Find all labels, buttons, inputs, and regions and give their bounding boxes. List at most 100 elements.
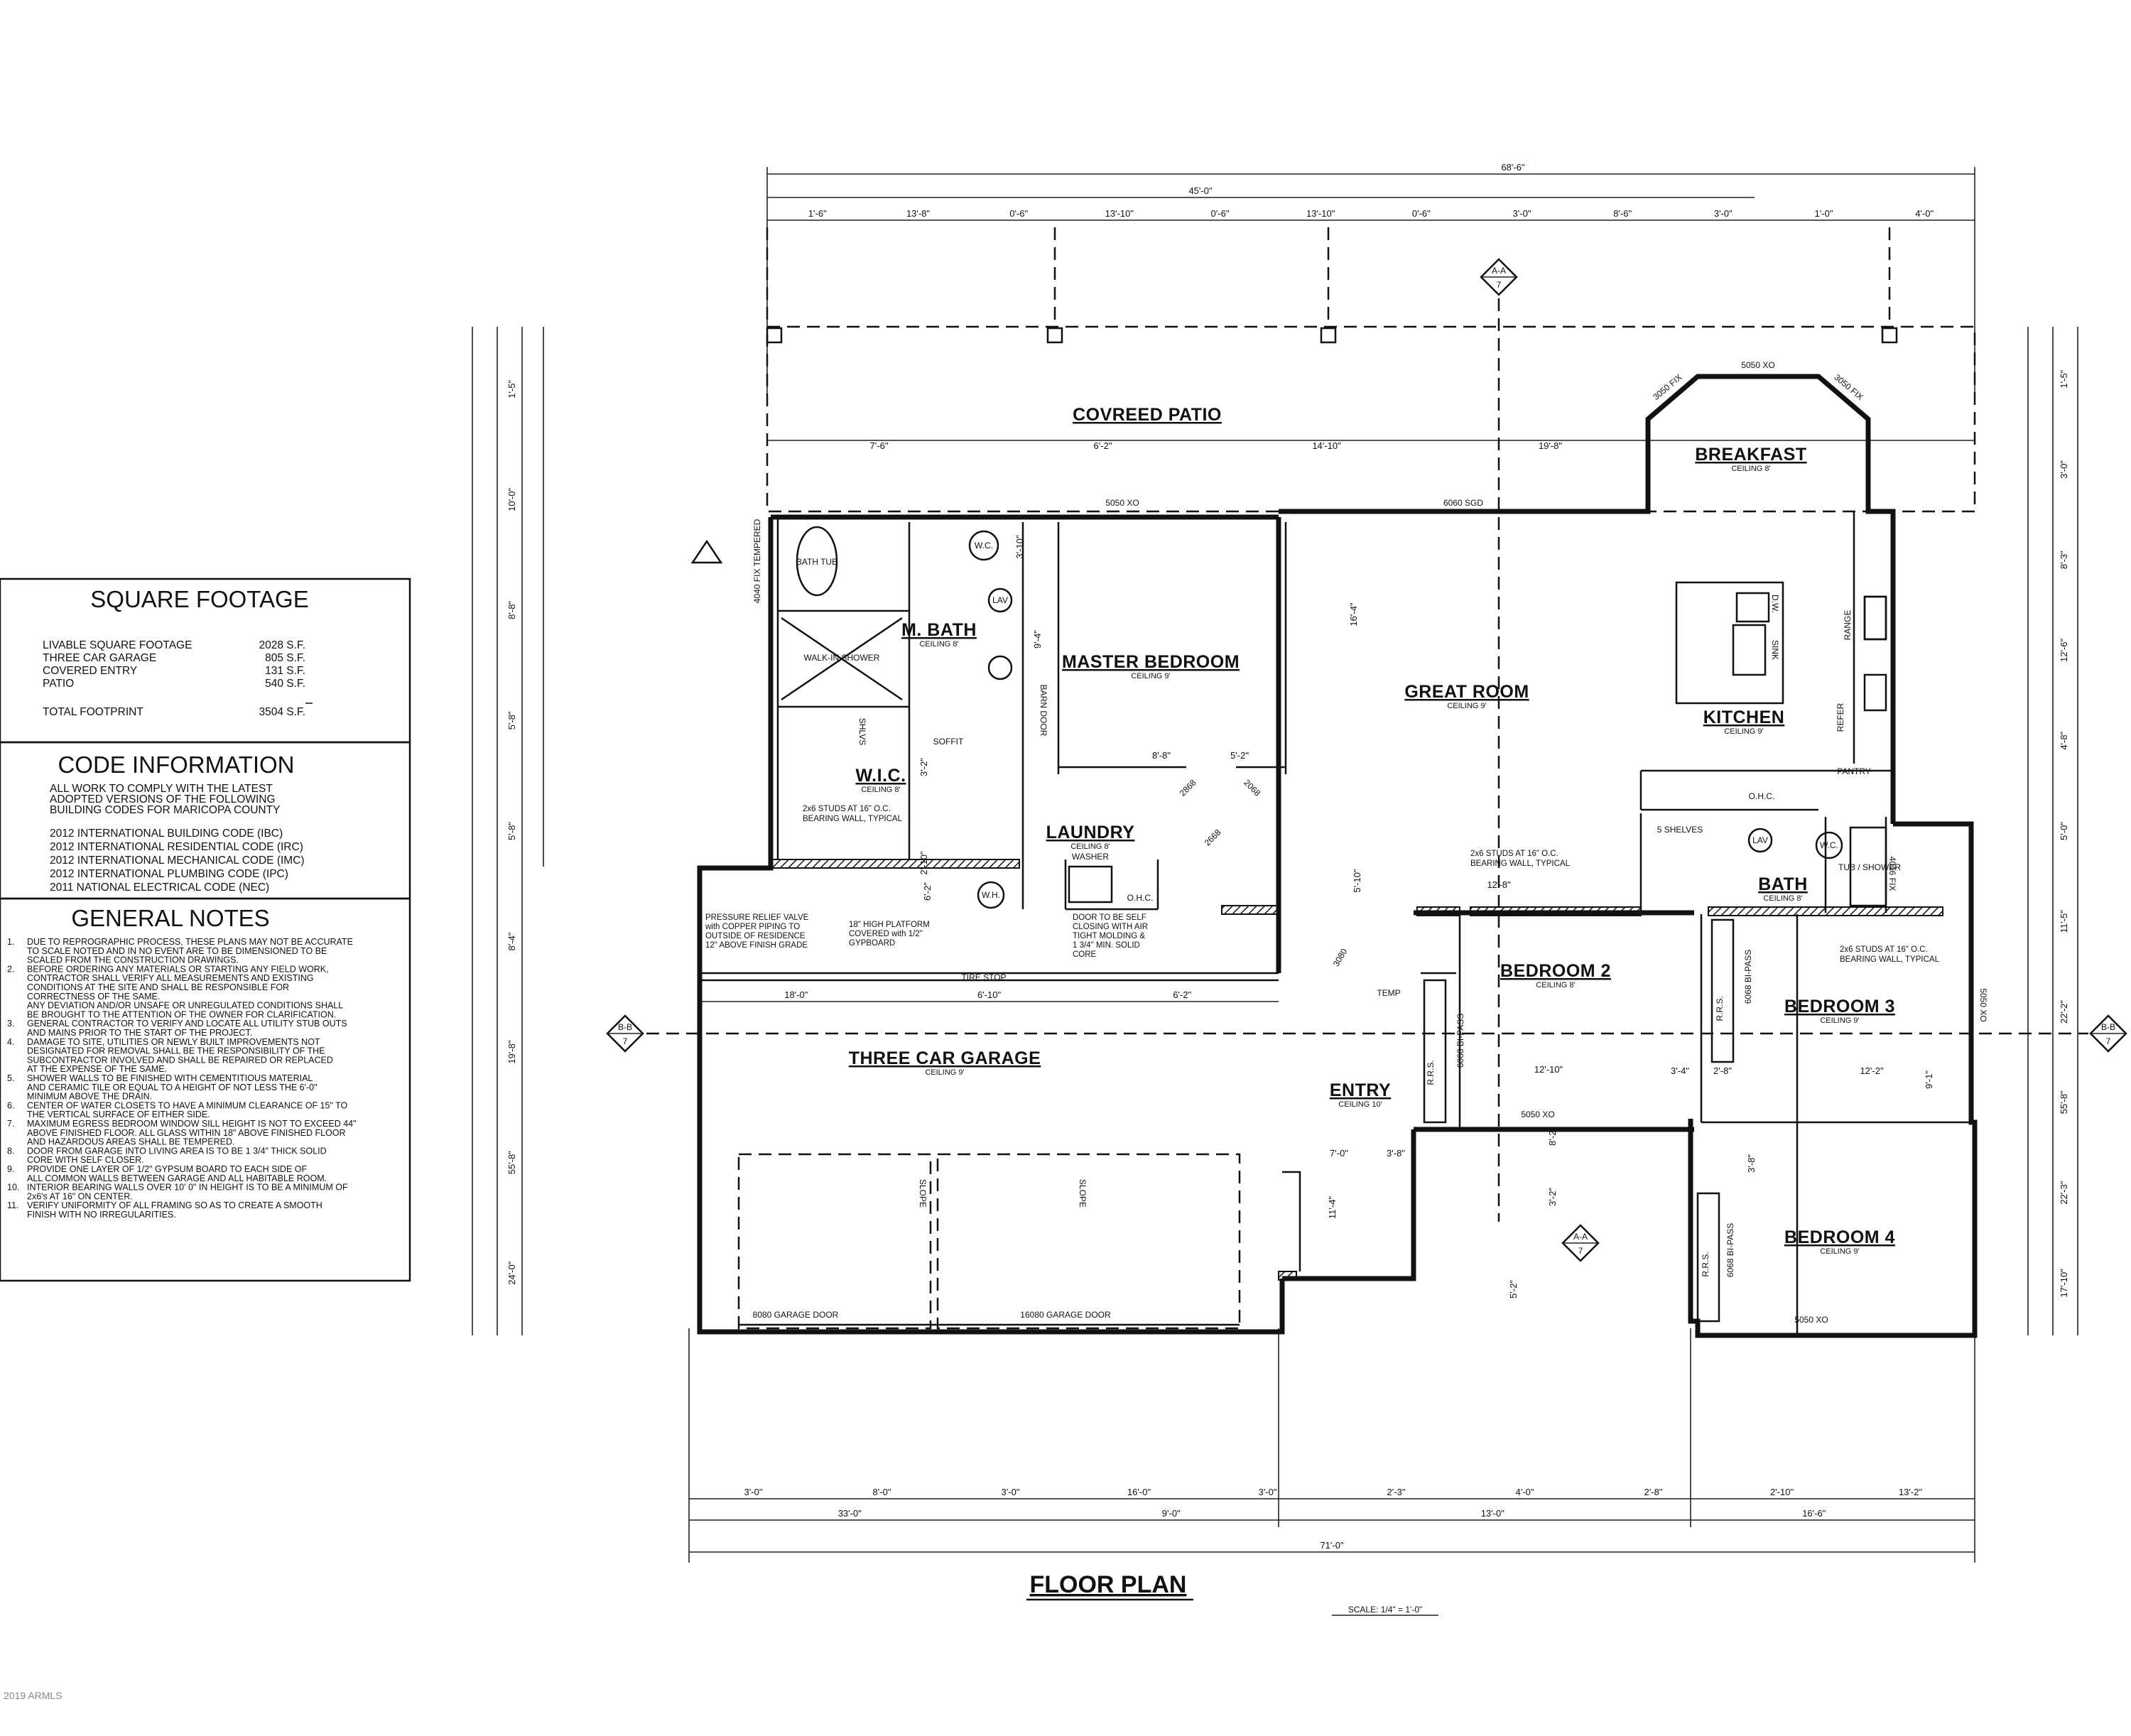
general-note-number: 2. (7, 964, 14, 974)
note-door-line: DOOR TO BE SELF (1073, 913, 1146, 922)
dim-top-row-value: 0'-6" (1009, 208, 1028, 219)
interior-dimension-value: 3'-8" (1387, 1148, 1405, 1159)
slope-left: SLOPE (918, 1179, 928, 1208)
code-list-item: 2012 INTERNATIONAL RESIDENTIAL CODE (IRC… (50, 841, 303, 853)
dim-bottom-row-value: 4'-0" (1516, 1487, 1534, 1497)
general-note-line: 2x6's AT 16" ON CENTER. (27, 1191, 133, 1201)
code-intro-line: BUILDING CODES FOR MARICOPA COUNTY (50, 804, 280, 816)
dim-top-row-value: 8'-6" (1613, 208, 1632, 219)
code-list: 2012 INTERNATIONAL BUILDING CODE (IBC)20… (50, 828, 305, 894)
dim-patio-row-value: 19'-8" (1539, 440, 1563, 451)
ceiling-bath: CEILING 8' (1763, 894, 1802, 903)
wc-bath-label: W.C. (1820, 840, 1838, 850)
dim-top-row-value: 13'-8" (906, 208, 931, 219)
interior-dimension-value: 3'-2" (1547, 1188, 1558, 1206)
exterior-walls (697, 374, 1978, 1338)
dim-top-row-value: 4'-0" (1915, 208, 1934, 219)
general-notes-title: GENERAL NOTES (71, 905, 269, 931)
studs-note-2b: BEARING WALL, TYPICAL (1470, 859, 1571, 868)
sink-label: SINK (1770, 640, 1780, 660)
note-door-line: 1 3/4" MIN. SOLID (1073, 941, 1140, 950)
ceiling-bedroom-2: CEILING 8' (1536, 981, 1575, 989)
square-footage-row-label: LIVABLE SQUARE FOOTAGE (43, 639, 192, 651)
code-intro-lines: ALL WORK TO COMPLY WITH THE LATESTADOPTE… (50, 783, 280, 816)
room-label-bedroom-3: BEDROOM 3 (1784, 997, 1895, 1016)
note-door-line: TIGHT MOLDING & (1073, 932, 1145, 940)
dw-label: D.W. (1770, 595, 1780, 613)
note-platform-line: COVERED with 1/2" (849, 930, 923, 938)
general-note-number: 8. (7, 1146, 14, 1156)
general-note-number: 4. (7, 1037, 14, 1047)
code-list-item: 2012 INTERNATIONAL BUILDING CODE (IBC) (50, 828, 283, 840)
annotation-notes: 2x6 STUDS AT 16" O.C. BEARING WALL, TYPI… (705, 805, 1940, 964)
general-note-line: AT THE EXPENSE OF THE SAME. (27, 1064, 167, 1074)
general-note-line: DAMAGE TO SITE, UTILITIES OR NEWLY BUILT… (27, 1037, 320, 1047)
door-2068-laundry: 2068 (1242, 778, 1262, 798)
room-label-bedroom-4: BEDROOM 4 (1784, 1227, 1895, 1247)
dim-patio-row: 7'-6"6'-2"14'-10"19'-8" (870, 440, 1563, 451)
note-platform-line: 18" HIGH PLATFORM (849, 921, 930, 929)
window-5050-bed4: 5050 XO (1794, 1315, 1828, 1325)
interior-dimension-value: 3'-10" (1014, 535, 1025, 559)
window-5050-master: 5050 XO (1105, 498, 1139, 508)
dim-right-col-value: 55'-8" (2059, 1090, 2069, 1114)
general-note-number: 1. (7, 937, 14, 947)
ceiling-great-room: CEILING 9' (1447, 702, 1486, 710)
wc-master-label: W.C. (975, 541, 993, 550)
window-5050-bed2: 5050 XO (1521, 1110, 1554, 1119)
refer-label: REFER (1836, 702, 1845, 732)
ceiling-bedroom-4: CEILING 9' (1820, 1247, 1859, 1256)
door-3080-entry: 3080 (1331, 947, 1350, 968)
wc-bath-fixture (1815, 831, 1843, 859)
sheet-a-top: 7 (1497, 280, 1502, 290)
dim-right-col-value: 12'-6" (2059, 639, 2069, 663)
general-note-number: 10. (7, 1183, 19, 1193)
ceiling-three-car-garage: CEILING 9' (925, 1068, 964, 1077)
room-label-breakfast: BREAKFAST (1695, 445, 1806, 465)
window-5050-bed3: 5050 XO (1978, 988, 1988, 1021)
note-prv-line: 12" ABOVE FINISH GRADE (705, 941, 808, 950)
studs-note-2: 2x6 STUDS AT 16" O.C. (1470, 850, 1558, 858)
dimension-strings: 68'-6" 45'-0" 1'-6"13'-8"0'-6"13'-10"0'-… (472, 162, 2078, 1563)
dim-overall-bottom: 71'-0" (1320, 1540, 1344, 1551)
door-6068-bed3: 6068 BI-PASS (1743, 950, 1753, 1004)
general-note-line: AND CERAMIC TILE OR EQUAL TO A HEIGHT OF… (27, 1083, 318, 1092)
section-b-right: B-B (2101, 1022, 2115, 1032)
bath-tub-label: BATH TUB (796, 557, 837, 567)
code-intro-line: ADOPTED VERSIONS OF THE FOLLOWING (50, 793, 276, 805)
general-note-line: DUE TO REPROGRAPHIC PROCESS, THESE PLANS… (27, 937, 353, 947)
dim-top-row-value: 0'-6" (1412, 208, 1431, 219)
code-information-title: CODE INFORMATION (58, 752, 294, 778)
tire-stop-label: TIRE STOP (961, 972, 1006, 982)
square-footage-row-value: 2028 S.F. (259, 639, 306, 651)
ceiling-entry: CEILING 10' (1338, 1100, 1382, 1109)
door-2668-bath: 2668 (1203, 828, 1223, 848)
code-list-item: 2011 NATIONAL ELECTRICAL CODE (NEC) (50, 881, 269, 894)
code-list-item: 2012 INTERNATIONAL PLUMBING CODE (IPC) (50, 868, 288, 880)
dim-right-col-value: 4'-8" (2059, 731, 2069, 749)
dim-left-col-value: 1'-5" (506, 379, 517, 398)
dim-left-col: 1'-5"10'-0"8'-8"5'-8"5'-8"8'-4"19'-8"55'… (506, 379, 517, 1284)
fixtures: BATH TUB WALK-IN SHOWER W.C. LAV SHLVS S… (781, 526, 1901, 909)
general-note-line: SHOWER WALLS TO BE FINISHED WITH CEMENTI… (27, 1073, 313, 1083)
interior-dimension-value: 5'-2" (1230, 750, 1249, 761)
sheet-a-bottom: 7 (1578, 1246, 1583, 1256)
general-note-line: BE BROUGHT TO THE ATTENTION OF THE OWNER… (27, 1009, 336, 1019)
wc-master-fixture (968, 530, 999, 561)
room-label-m-bath: M. BATH (901, 620, 977, 640)
general-note-line: TO SCALE NOTED AND IN NO EVENT ARE TO BE… (27, 946, 327, 956)
general-notes-panel: GENERAL NOTES 1. DUE TO REPROGRAPHIC PROC… (0, 897, 411, 1282)
general-note-line: AND MAINS PRIOR TO THE START OF THE PROJ… (27, 1028, 252, 1038)
garage-door-8-label: 8080 GARAGE DOOR (753, 1310, 839, 1320)
dim-top-row-value: 13'-10" (1105, 208, 1134, 219)
water-heater-fixture (977, 881, 1005, 909)
lav-bath-fixture (1747, 828, 1773, 853)
section-a-bottom: A-A (1573, 1232, 1588, 1242)
dim-right-col-value: 1'-5" (2059, 369, 2069, 388)
general-note-line: MAXIMUM EGRESS BEDROOM WINDOW SILL HEIGH… (27, 1119, 357, 1129)
window-3050fix-left: 3050 FIX (1651, 372, 1683, 402)
general-note-line: DESIGNATED FOR REMOVAL SHALL BE THE RESP… (27, 1046, 325, 1056)
square-footage-row-label: COVERED ENTRY (43, 665, 137, 677)
studs-note-3b: BEARING WALL, TYPICAL (1840, 955, 1940, 964)
